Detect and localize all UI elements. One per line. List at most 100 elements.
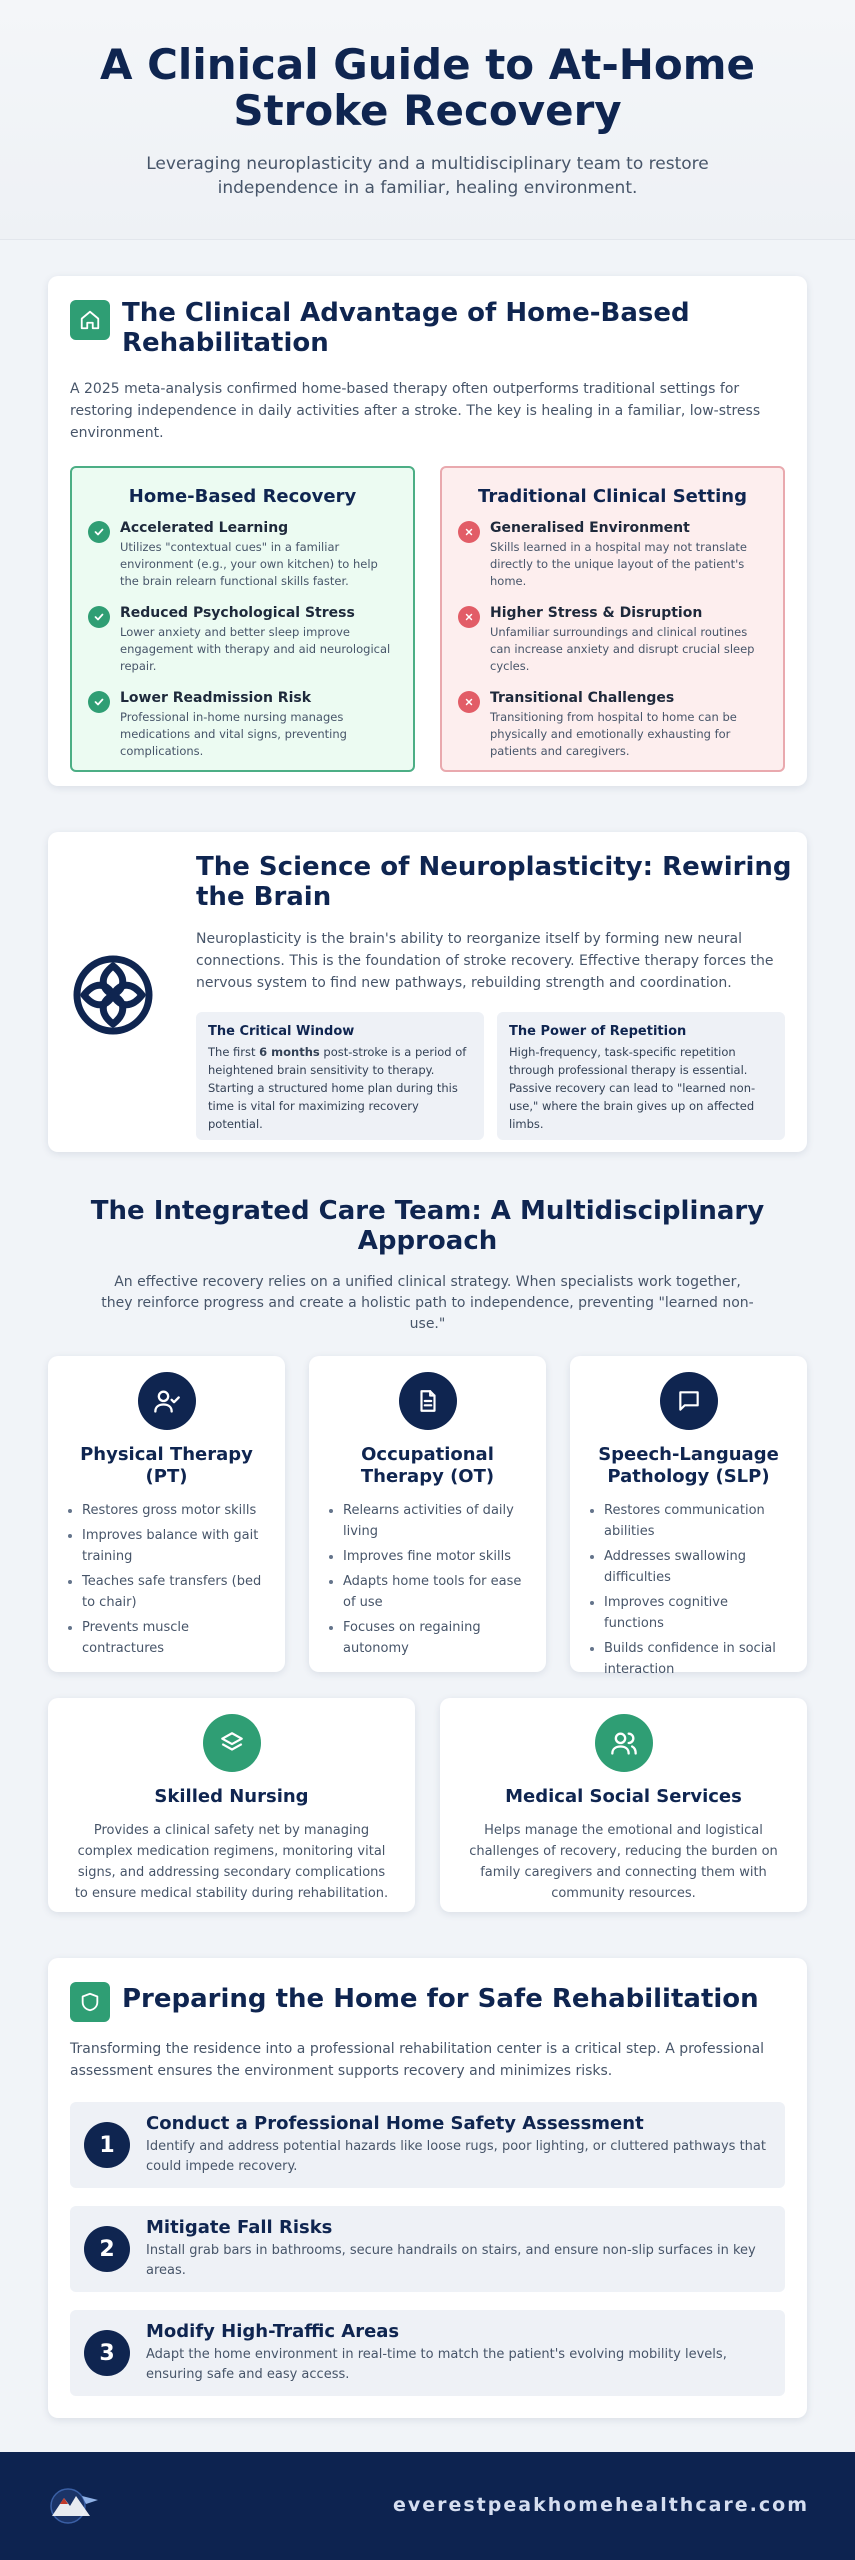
list-item: Addresses swallowing difficulties	[588, 1546, 789, 1588]
check-icon	[88, 606, 110, 628]
chat-bubble-icon	[659, 1372, 718, 1430]
neuro-info-boxes: The Critical Window The first 6 months p…	[196, 1012, 785, 1140]
step-desc: Identify and address potential hazards l…	[146, 2139, 766, 2174]
list-item: Improves balance with gait training	[66, 1525, 267, 1567]
pt-list: Restores gross motor skills Improves bal…	[66, 1500, 267, 1659]
step-number: 2	[84, 2226, 130, 2272]
users-icon	[594, 1714, 653, 1772]
home-point-title: Reduced Psychological Stress	[120, 605, 355, 621]
home-point-desc: Utilizes "contextual cues" in a familiar…	[120, 540, 378, 588]
physical-therapy-card: Physical Therapy (PT) Restores gross mot…	[48, 1356, 285, 1672]
home-point-title: Lower Readmission Risk	[120, 690, 312, 706]
neuro-title: The Science of Neuroplasticity: Rewiring…	[196, 852, 792, 912]
home-point-desc: Lower anxiety and better sleep improve e…	[120, 625, 391, 673]
x-icon	[458, 606, 480, 628]
step-title: Mitigate Fall Risks	[146, 2217, 333, 2238]
list-item: Restores communication abilities	[588, 1500, 789, 1542]
home-point-desc: Professional in-home nursing manages med…	[120, 710, 347, 758]
clinic-point-title: Generalised Environment	[490, 520, 690, 536]
clinical-setting-panel: Traditional Clinical Setting Generalised…	[440, 466, 785, 772]
clinic-point-desc: Skills learned in a hospital may not tra…	[490, 540, 748, 588]
step-title: Conduct a Professional Home Safety Asses…	[146, 2113, 644, 2134]
list-item: Improves fine motor skills	[327, 1546, 528, 1567]
critical-window-title: The Critical Window	[208, 1024, 355, 1039]
list-item: Adapts home tools for ease of use	[327, 1571, 528, 1613]
pt-title: Physical Therapy (PT)	[80, 1444, 253, 1487]
list-item: Restores gross motor skills	[66, 1500, 267, 1521]
clinic-point-desc: Transitioning from hospital to home can …	[490, 710, 737, 758]
home-point-title: Accelerated Learning	[120, 520, 289, 536]
advantage-section: The Clinical Advantage of Home-Based Reh…	[48, 276, 807, 786]
check-icon	[88, 521, 110, 543]
home-prep-header: Preparing the Home for Safe Rehabilitati…	[70, 1980, 785, 2022]
critical-window-text: The first	[208, 1045, 260, 1059]
occupational-therapy-card: Occupational Therapy (OT) Relearns activ…	[309, 1356, 546, 1672]
critical-window-desc: The first 6 months post-stroke is a peri…	[208, 1043, 472, 1133]
step-desc: Adapt the home environment in real-time …	[146, 2347, 727, 2382]
advantage-title: The Clinical Advantage of Home-Based Reh…	[122, 298, 690, 358]
list-item: Teaches safe transfers (bed to chair)	[66, 1571, 267, 1613]
speech-therapy-card: Speech-Language Pathology (SLP) Restores…	[570, 1356, 807, 1677]
critical-window-highlight: 6 months	[259, 1045, 320, 1059]
clinic-point-desc: Unfamiliar surroundings and clinical rou…	[490, 625, 755, 673]
list-item: Focuses on regaining autonomy	[327, 1617, 528, 1659]
skilled-nursing-card: Skilled Nursing Provides a clinical safe…	[48, 1698, 415, 1912]
repetition-desc: High-frequency, task-specific repetition…	[509, 1045, 756, 1131]
advantage-intro: A 2025 meta-analysis confirmed home-base…	[70, 381, 761, 441]
neuro-intro: Neuroplasticity is the brain's ability t…	[196, 931, 774, 991]
home-prep-title: Preparing the Home for Safe Rehabilitati…	[122, 1984, 759, 2014]
hero-header: A Clinical Guide to At-Home Stroke Recov…	[0, 0, 855, 240]
clinic-point-title: Transitional Challenges	[490, 690, 675, 706]
team-title: The Integrated Care Team: A Multidiscipl…	[90, 1196, 765, 1256]
nursing-desc: Provides a clinical safety net by managi…	[74, 1823, 389, 1901]
nursing-title: Skilled Nursing	[154, 1786, 309, 1807]
slp-title: Speech-Language Pathology (SLP)	[598, 1444, 779, 1487]
list-item: Builds confidence in social interaction	[588, 1638, 789, 1680]
clinic-point-title: Higher Stress & Disruption	[490, 605, 703, 621]
team-intro: An effective recovery relies on a unifie…	[101, 1274, 754, 1332]
neuro-content: The Science of Neuroplasticity: Rewiring…	[196, 852, 792, 1140]
repetition-box: The Power of Repetition High-frequency, …	[497, 1012, 785, 1140]
comparison-columns: Home-Based Recovery Accelerated Learning…	[70, 466, 785, 772]
slp-list: Restores communication abilities Address…	[588, 1500, 789, 1680]
home-prep-section: Preparing the Home for Safe Rehabilitati…	[48, 1958, 807, 2418]
neuroplasticity-section: The Science of Neuroplasticity: Rewiring…	[48, 832, 807, 1152]
home-recovery-panel: Home-Based Recovery Accelerated Learning…	[70, 466, 415, 772]
critical-window-box: The Critical Window The first 6 months p…	[196, 1012, 484, 1140]
page-title: A Clinical Guide to At-Home Stroke Recov…	[99, 40, 756, 135]
list-item: Prevents muscle contractures	[66, 1617, 267, 1659]
user-check-icon	[137, 1372, 196, 1430]
list-item: Relearns activities of daily living	[327, 1500, 528, 1542]
critical-window-text: post-stroke is a period of heightened br…	[208, 1045, 467, 1131]
list-item: Improves cognitive functions	[588, 1592, 789, 1634]
social-services-card: Medical Social Services Helps manage the…	[440, 1698, 807, 1912]
social-title: Medical Social Services	[505, 1786, 742, 1807]
brain-icon	[70, 952, 156, 1038]
mountain-logo-icon[interactable]	[46, 2482, 102, 2528]
home-recovery-title: Home-Based Recovery	[128, 486, 357, 507]
ot-title: Occupational Therapy (OT)	[360, 1444, 495, 1487]
step-number: 3	[84, 2330, 130, 2376]
step-number: 1	[84, 2122, 130, 2168]
repetition-title: The Power of Repetition	[509, 1024, 687, 1039]
clinical-setting-title: Traditional Clinical Setting	[478, 486, 747, 507]
page-subtitle: Leveraging neuroplasticity and a multidi…	[146, 154, 709, 198]
check-icon	[88, 691, 110, 713]
ot-list: Relearns activities of daily living Impr…	[327, 1500, 528, 1659]
step-title: Modify High-Traffic Areas	[146, 2321, 400, 2342]
website-link[interactable]: everestpeakhomehealthcare.com	[392, 2494, 809, 2516]
footer: everestpeakhomehealthcare.com	[0, 2452, 855, 2560]
home-icon	[70, 300, 110, 340]
team-header: The Integrated Care Team: A Multidiscipl…	[48, 1196, 807, 1335]
x-icon	[458, 521, 480, 543]
step-desc: Install grab bars in bathrooms, secure h…	[146, 2243, 756, 2278]
document-icon	[398, 1372, 457, 1430]
advantage-header: The Clinical Advantage of Home-Based Reh…	[70, 298, 785, 358]
